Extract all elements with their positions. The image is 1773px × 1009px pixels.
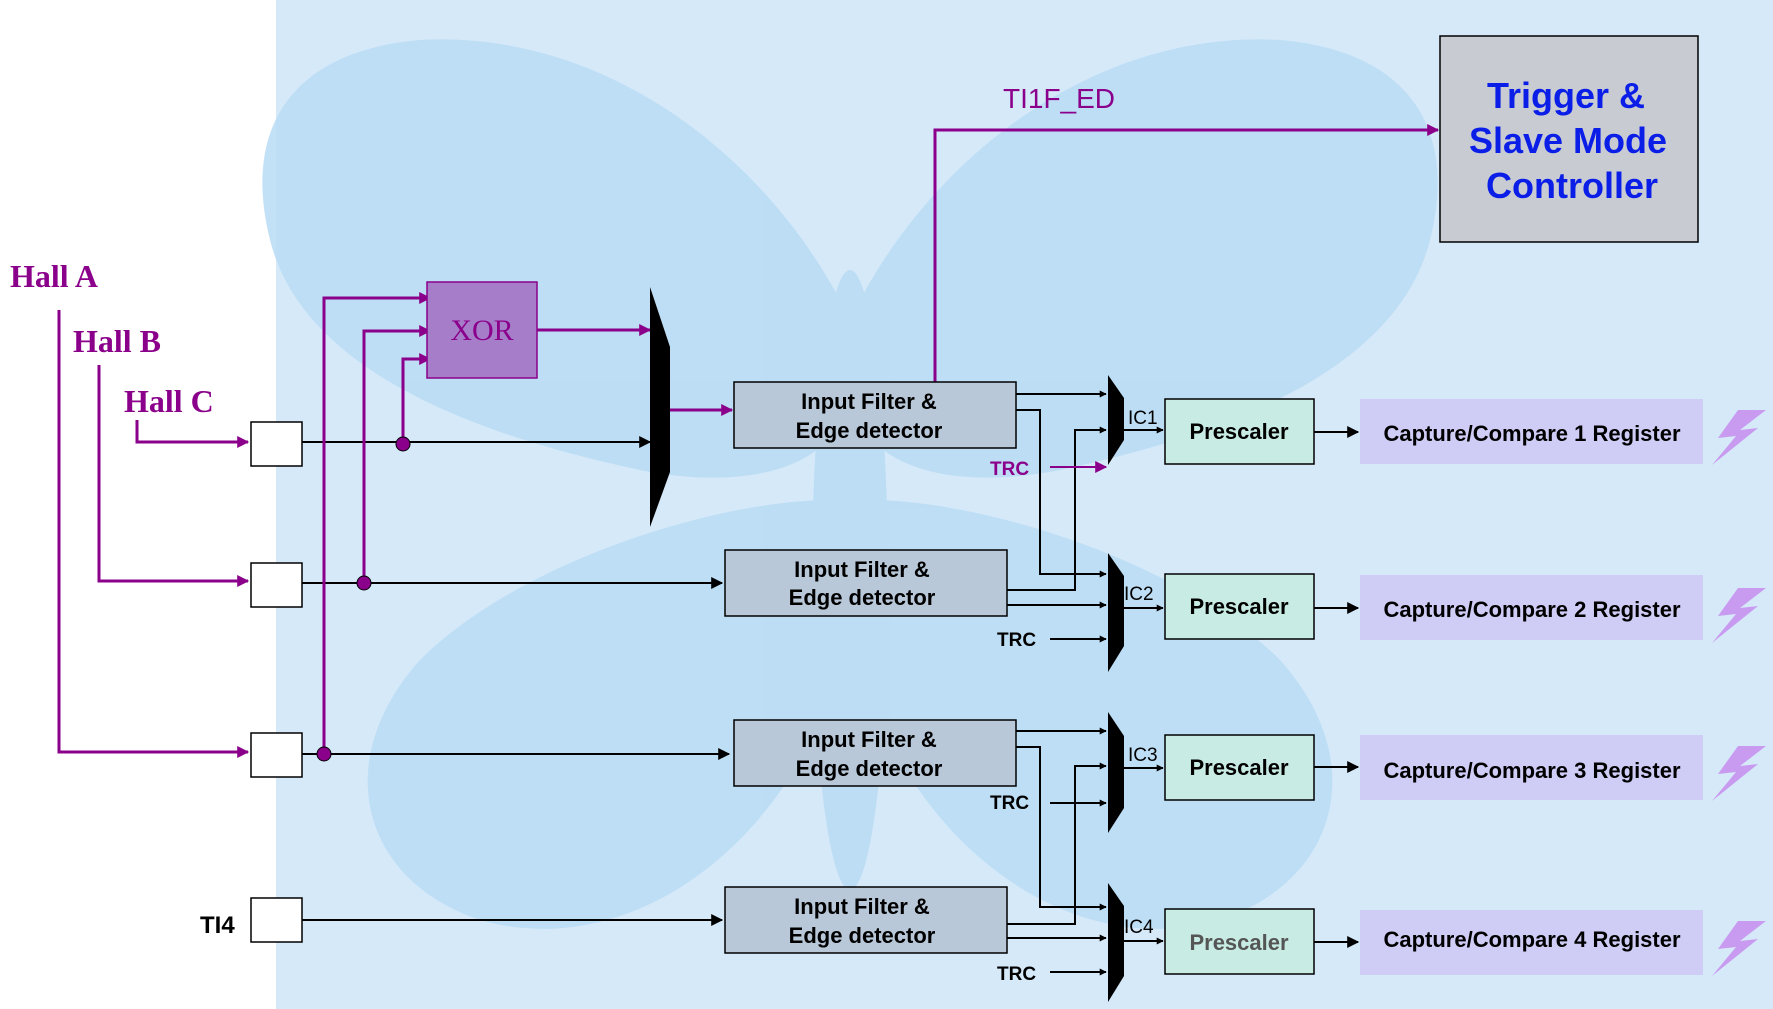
filter-3-line1: Input Filter & [801,727,937,752]
pin-ti4 [250,897,303,943]
xor-label: XOR [450,314,513,347]
controller-line1: Trigger & [1487,75,1645,116]
f4-to-ic3 [1007,762,1107,925]
input-filter-3 [733,719,1017,787]
ic3-label: IC3 [1128,745,1158,766]
lightning-bolt-icon [1712,410,1766,465]
filter-3-line2: Edge detector [796,756,943,781]
ti1f-ed-wire [933,124,1440,382]
prescaler-2-label: Prescaler [1189,594,1289,619]
hall-b-label: Hall B [73,323,161,359]
xor-gate [426,281,538,379]
trigger-slave-controller [1439,35,1699,243]
prescaler-4-label: Prescaler [1189,930,1289,955]
cc3-register [1360,735,1703,800]
cc3-register-label: Capture/Compare 3 Register [1383,758,1681,783]
hall-b-wire [97,365,250,587]
filter-2-line2: Edge detector [789,585,936,610]
filter-1-line1: Input Filter & [801,389,937,414]
trc-label-1: TRC [990,459,1029,480]
cc2-register [1360,575,1703,640]
ic3-mux [1108,712,1124,833]
input-filter-4 [724,886,1008,954]
ti1-input-mux [650,287,670,527]
f2-to-ic1 [1007,426,1107,591]
cc4-register-label: Capture/Compare 4 Register [1383,927,1681,952]
filter-1-line2: Edge detector [796,418,943,443]
xor-feed-c [401,353,432,444]
controller-line2: Slave Mode [1469,120,1667,161]
filter-4-line1: Input Filter & [794,894,930,919]
cc1-register-label: Capture/Compare 1 Register [1383,421,1681,446]
prescaler-1-label: Prescaler [1189,419,1289,444]
junction-c [395,436,411,452]
ic4-mux [1108,883,1124,1002]
lightning-bolt-icon [1712,921,1766,976]
xor-feed-a [322,292,432,754]
ic1-mux [1108,375,1124,465]
ic2-mux [1108,553,1124,672]
f1-to-ic2 [1016,409,1107,578]
f3-to-ic4 [1016,746,1107,911]
cc1-register [1360,399,1703,464]
prescaler-3-label: Prescaler [1189,755,1289,780]
junction-a [316,746,332,762]
input-filter-1 [733,381,1017,449]
junction-b [356,575,372,591]
xor-feed-b [362,325,432,583]
cc2-register-label: Capture/Compare 2 Register [1383,597,1681,622]
controller-line3: Controller [1486,165,1658,206]
lightning-bolt-icon [1712,588,1766,643]
ic2-label: IC2 [1124,584,1154,605]
lightning-bolt-icon [1712,746,1766,801]
filter-2-line1: Input Filter & [794,557,930,582]
ic1-label: IC1 [1128,408,1158,429]
hall-a-label: Hall A [10,258,98,294]
ti1f-ed-label: TI1F_ED [1003,83,1115,114]
hall-c-label: Hall C [124,383,214,419]
ti4-label: TI4 [200,912,235,939]
trc-label-3: TRC [990,793,1029,814]
prescaler-2 [1164,573,1315,640]
hall-a-wire [57,310,250,758]
pin-ti2 [250,562,303,608]
ic4-label: IC4 [1124,917,1154,938]
pin-ti1 [250,421,303,467]
prescaler-4 [1164,908,1315,975]
pin-ti3 [250,732,303,778]
filter-4-line2: Edge detector [789,923,936,948]
prescaler-1 [1164,398,1315,465]
cc4-register [1360,910,1703,975]
trc-label-2: TRC [997,630,1036,651]
trc-label-4: TRC [997,964,1036,985]
input-filter-2 [724,549,1008,617]
hall-c-wire [135,420,250,448]
